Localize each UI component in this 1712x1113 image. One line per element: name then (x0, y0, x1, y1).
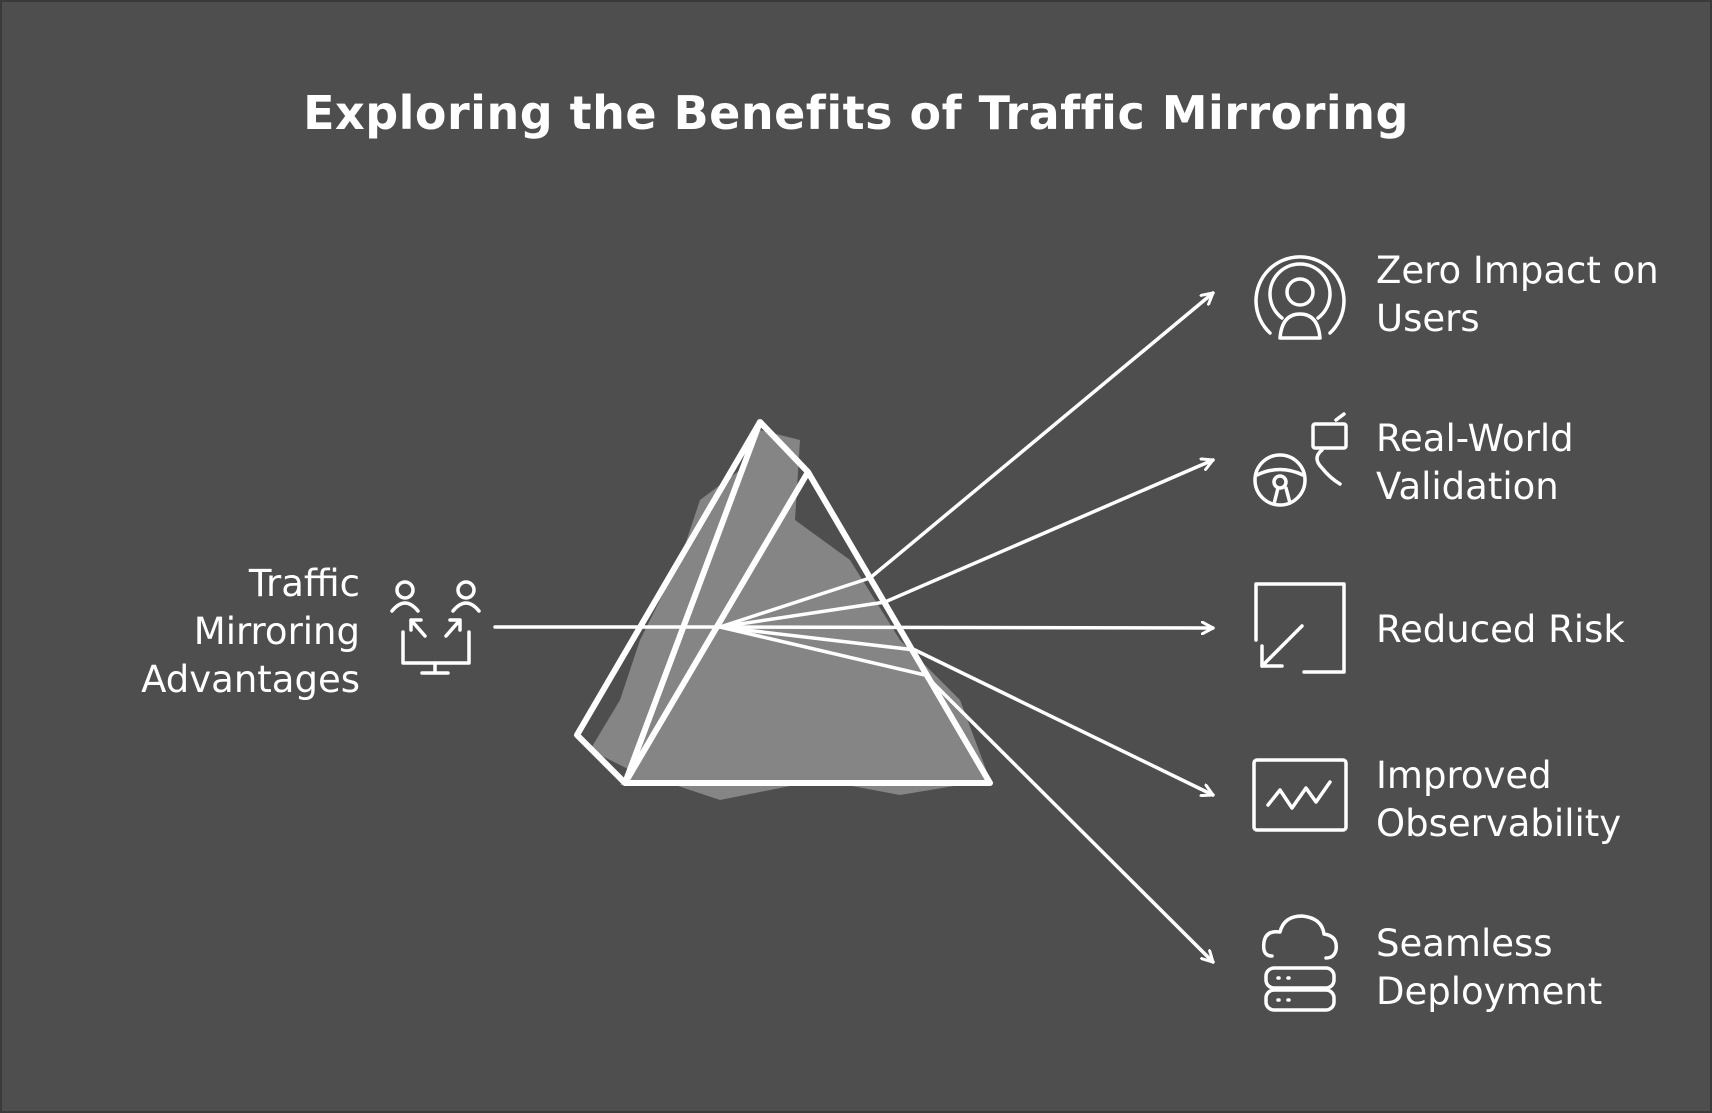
output-label-deployment: Seamless Deployment (1376, 920, 1706, 1016)
output-label-line: Users (1376, 297, 1480, 340)
output-label-line: Observability (1376, 802, 1622, 845)
output-label-reduced-risk: Reduced Risk (1376, 606, 1706, 654)
beam-real-world (718, 460, 1215, 629)
source-label-line: Traffic (248, 562, 360, 605)
output-label-real-world: Real-World Validation (1376, 415, 1706, 511)
arrow-down-left-box-icon (1254, 582, 1346, 674)
source-label-line: Advantages (141, 658, 360, 701)
prism (574, 419, 993, 800)
beam-observability (718, 625, 1215, 795)
users-exchange-monitor-icon (390, 580, 481, 675)
prism-shade-2 (620, 520, 990, 785)
output-label-line: Zero Impact on (1376, 249, 1659, 292)
prism-outline-back (622, 419, 993, 786)
source-label: Traffic Mirroring Advantages (100, 560, 360, 704)
output-beams (718, 291, 1215, 964)
output-label-line: Real-World (1376, 417, 1574, 460)
steering-wheel-icon (1253, 412, 1348, 507)
monitor-chart-icon (1252, 758, 1348, 832)
user-signal-icon (1254, 255, 1346, 340)
source-label-line: Mirroring (193, 610, 360, 653)
output-label-zero-impact: Zero Impact on Users (1376, 247, 1706, 343)
output-label-line: Improved (1376, 754, 1552, 797)
output-label-line: Seamless (1376, 922, 1553, 965)
cloud-server-icon (1261, 914, 1338, 1012)
output-label-line: Reduced Risk (1376, 608, 1625, 651)
beam-deployment (718, 625, 1215, 964)
output-label-line: Validation (1376, 465, 1559, 508)
diagram-title: Exploring the Benefits of Traffic Mirror… (303, 86, 1409, 140)
output-label-line: Deployment (1376, 970, 1603, 1013)
output-label-observability: Improved Observability (1376, 752, 1706, 848)
beam-zero-impact (718, 291, 1215, 629)
beam-reduced-risk (718, 627, 1215, 628)
